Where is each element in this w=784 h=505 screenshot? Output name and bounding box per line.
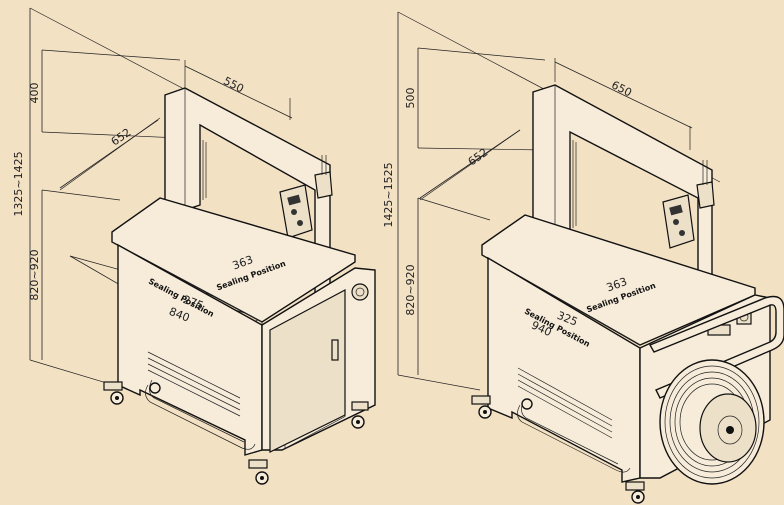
push-handle-right[interactable] [648, 295, 784, 399]
dim-arch-height-left: 400 [28, 83, 41, 104]
dim-line-arch-width-left [184, 65, 293, 119]
dim-line-arch-width-right [554, 61, 693, 129]
wheel-right-2 [625, 481, 645, 504]
dim-table-height-right: 820~920 [404, 264, 417, 315]
wheel-left-2 [248, 459, 269, 485]
dim-arch-height-right: 500 [404, 88, 417, 109]
dim-total-height-left: 1325~1425 [12, 151, 25, 216]
wheel-right-1 [471, 395, 492, 419]
wheel-left-4 [149, 382, 161, 394]
dim-depth-left: 652 [109, 126, 134, 149]
machine-right: 1425~1525 500 820~920 650 652 363 Sealin… [382, 11, 784, 504]
machine-left: 1325~1425 400 820~920 550 652 363 Sealin… [12, 7, 376, 485]
reel-hub-left [351, 283, 369, 301]
dim-table-height-left: 820~920 [28, 249, 41, 300]
wheel-right-3 [521, 398, 533, 410]
wheel-left-3 [351, 401, 369, 429]
dim-arch-width-right: 650 [609, 78, 634, 99]
strap-reel-right [659, 359, 765, 485]
dim-line-depth-left [59, 119, 159, 189]
dim-arch-width-left: 550 [221, 74, 246, 95]
dim-total-height-right: 1425~1525 [382, 162, 395, 227]
door-handle-left [331, 339, 339, 361]
cabinet-door-left [269, 289, 346, 453]
dim-line-depth-right [419, 129, 521, 199]
wheel-left-1 [103, 381, 124, 405]
